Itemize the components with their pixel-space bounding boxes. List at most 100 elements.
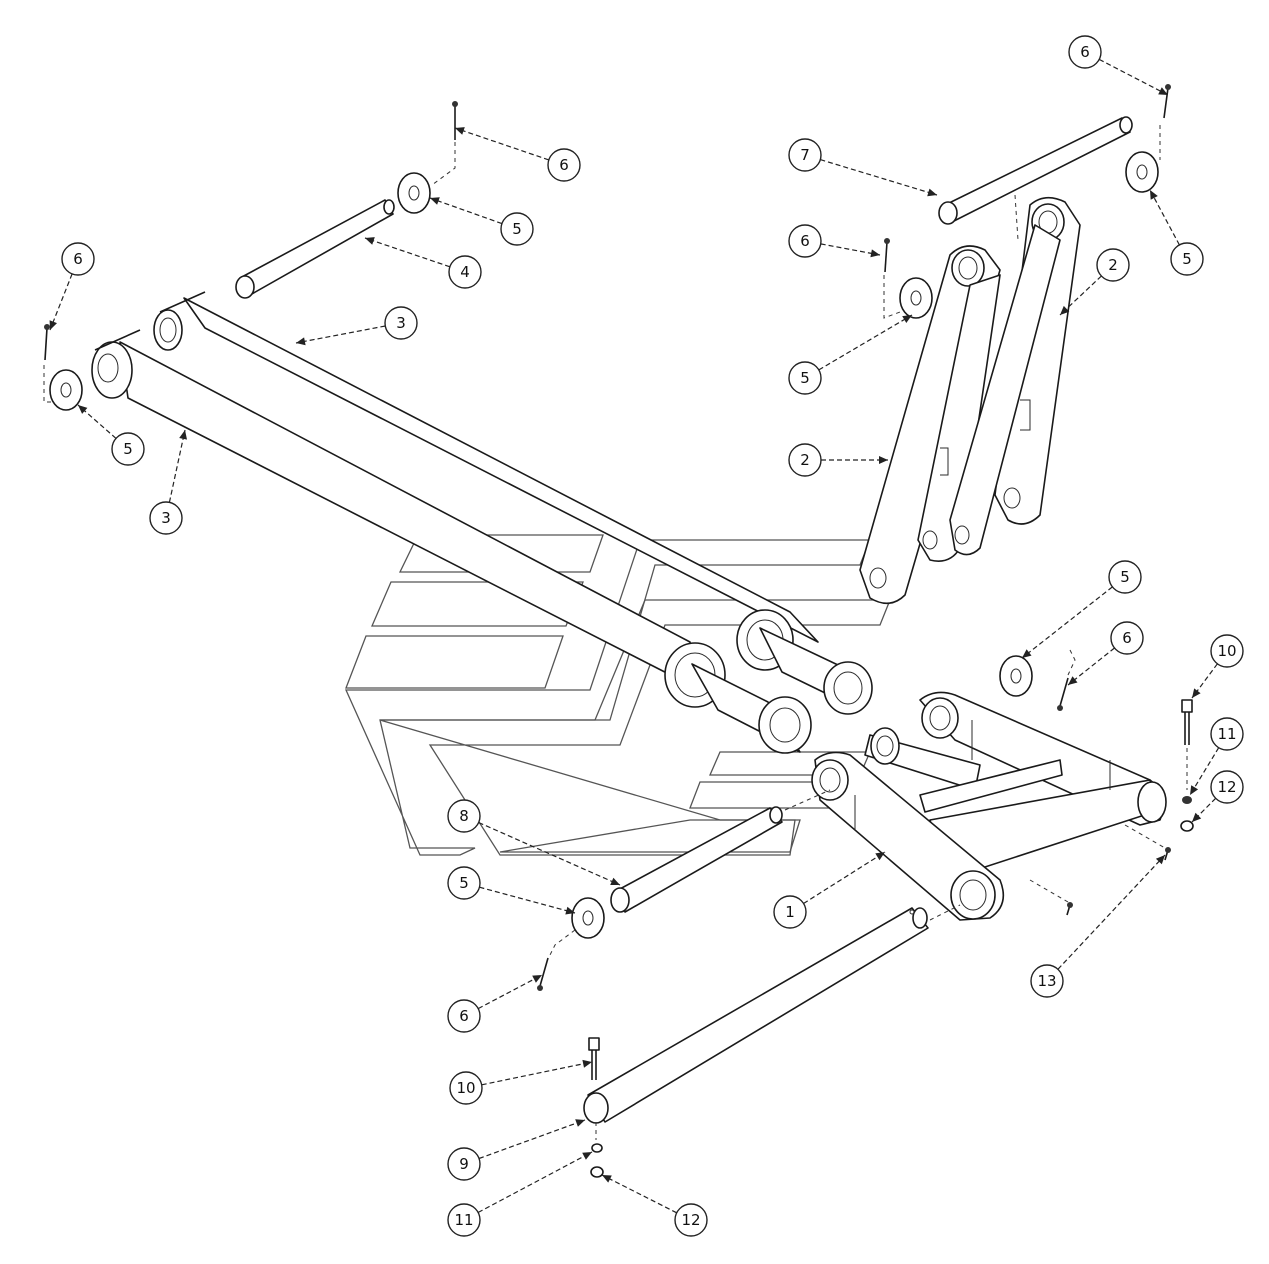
callout-circle xyxy=(788,443,822,477)
callout-arrowhead xyxy=(1158,87,1168,95)
callout-arrowhead xyxy=(875,852,885,861)
callout-11: 11 xyxy=(447,1151,593,1237)
callout-circle xyxy=(1096,248,1130,282)
callout-arrowhead xyxy=(49,320,57,330)
callout-label: 6 xyxy=(800,232,810,250)
callout-circle xyxy=(1210,770,1244,804)
pin-4 xyxy=(235,199,395,299)
callout-arrowhead xyxy=(602,1175,612,1183)
callout-circle xyxy=(773,895,807,929)
callout-arrowhead xyxy=(1150,190,1158,200)
callout-leader xyxy=(1098,58,1169,96)
callout-circle xyxy=(788,361,822,395)
callout-arrowhead xyxy=(455,127,465,135)
callout-leader xyxy=(1059,275,1102,316)
callout-arrowhead xyxy=(179,430,187,440)
callout-circle xyxy=(500,212,534,246)
callout-leader xyxy=(1057,854,1166,970)
callout-5: 5 xyxy=(429,197,534,246)
callout-5: 5 xyxy=(77,404,145,466)
callout-label: 5 xyxy=(800,369,810,387)
callout-3: 3 xyxy=(295,306,418,346)
callout-arrowhead xyxy=(430,197,440,205)
callout-arrowhead xyxy=(1022,649,1032,658)
callout-label: 12 xyxy=(1217,778,1236,796)
callout-circle xyxy=(111,432,145,466)
callout-label: 11 xyxy=(1217,725,1236,743)
callout-circle xyxy=(1068,35,1102,69)
callout-leader xyxy=(601,1174,677,1214)
callout-label: 5 xyxy=(1120,568,1130,586)
pin-9 xyxy=(583,904,961,1124)
callout-label: 6 xyxy=(73,250,83,268)
callout-label: 13 xyxy=(1037,972,1056,990)
callout-label: 7 xyxy=(800,146,810,164)
callout-circle xyxy=(1030,964,1064,998)
callout-label: 3 xyxy=(161,509,171,527)
callout-circle xyxy=(448,255,482,289)
callout-label: 5 xyxy=(123,440,133,458)
callout-leader xyxy=(454,127,549,161)
callout-1: 1 xyxy=(773,851,886,929)
callout-6: 6 xyxy=(1067,621,1144,686)
callout-leader xyxy=(429,197,503,225)
callout-arrowhead xyxy=(296,337,306,346)
callout-arrowhead xyxy=(532,975,542,983)
callout-label: 8 xyxy=(459,807,469,825)
callout-circle xyxy=(1108,560,1142,594)
callout-arrowhead xyxy=(902,315,912,323)
callout-leader xyxy=(49,273,73,331)
callout-arrowhead xyxy=(1060,305,1070,315)
callout-leader xyxy=(168,429,186,503)
washer xyxy=(1125,151,1159,193)
callout-leader xyxy=(477,1151,593,1214)
watermark-logo xyxy=(344,534,891,856)
callout-arrowhead xyxy=(610,877,620,885)
callout-leader xyxy=(295,325,386,344)
callout-10: 10 xyxy=(449,1059,593,1105)
callout-label: 1 xyxy=(785,903,795,921)
callout-circle xyxy=(1210,717,1244,751)
callout-label: 5 xyxy=(459,874,469,892)
callout-circle xyxy=(674,1203,708,1237)
callout-leader xyxy=(803,851,886,905)
callout-6: 6 xyxy=(788,224,881,258)
callout-label: 2 xyxy=(1108,256,1118,274)
callout-leader xyxy=(478,821,621,886)
callout-label: 3 xyxy=(396,314,406,332)
callout-label: 6 xyxy=(1080,43,1090,61)
callout-8: 8 xyxy=(447,799,621,886)
pin-8 xyxy=(610,789,831,913)
callout-5: 5 xyxy=(447,866,576,915)
callout-label: 5 xyxy=(512,220,522,238)
callout-arrowhead xyxy=(78,405,88,414)
callout-circle xyxy=(447,999,481,1033)
callout-2: 2 xyxy=(1059,248,1130,316)
callout-arrowhead xyxy=(879,456,888,464)
callout-arrowhead xyxy=(565,906,575,915)
callout-circle xyxy=(447,1147,481,1181)
callout-7: 7 xyxy=(788,138,938,197)
callout-12: 12 xyxy=(1191,770,1244,823)
callout-5: 5 xyxy=(1149,189,1204,276)
callout-circle xyxy=(1110,621,1144,655)
callout-leader xyxy=(818,314,913,371)
cotter-pins-6 xyxy=(43,84,1171,991)
callout-label: 12 xyxy=(681,1211,700,1229)
callout-leader xyxy=(820,159,938,196)
callout-arrowhead xyxy=(927,188,937,197)
callout-circle xyxy=(447,1203,481,1237)
callout-label: 6 xyxy=(459,1007,469,1025)
callout-label: 2 xyxy=(800,451,810,469)
callout-12: 12 xyxy=(601,1174,708,1237)
callout-13: 13 xyxy=(1030,854,1166,998)
callout-6: 6 xyxy=(447,974,543,1033)
callout-3: 3 xyxy=(149,429,187,535)
callout-10: 10 xyxy=(1191,634,1244,699)
callout-label: 10 xyxy=(1217,642,1236,660)
callout-label: 11 xyxy=(454,1211,473,1229)
callout-leader xyxy=(1021,586,1113,659)
callout-arrowhead xyxy=(582,1059,592,1068)
callout-leader xyxy=(1149,189,1180,246)
